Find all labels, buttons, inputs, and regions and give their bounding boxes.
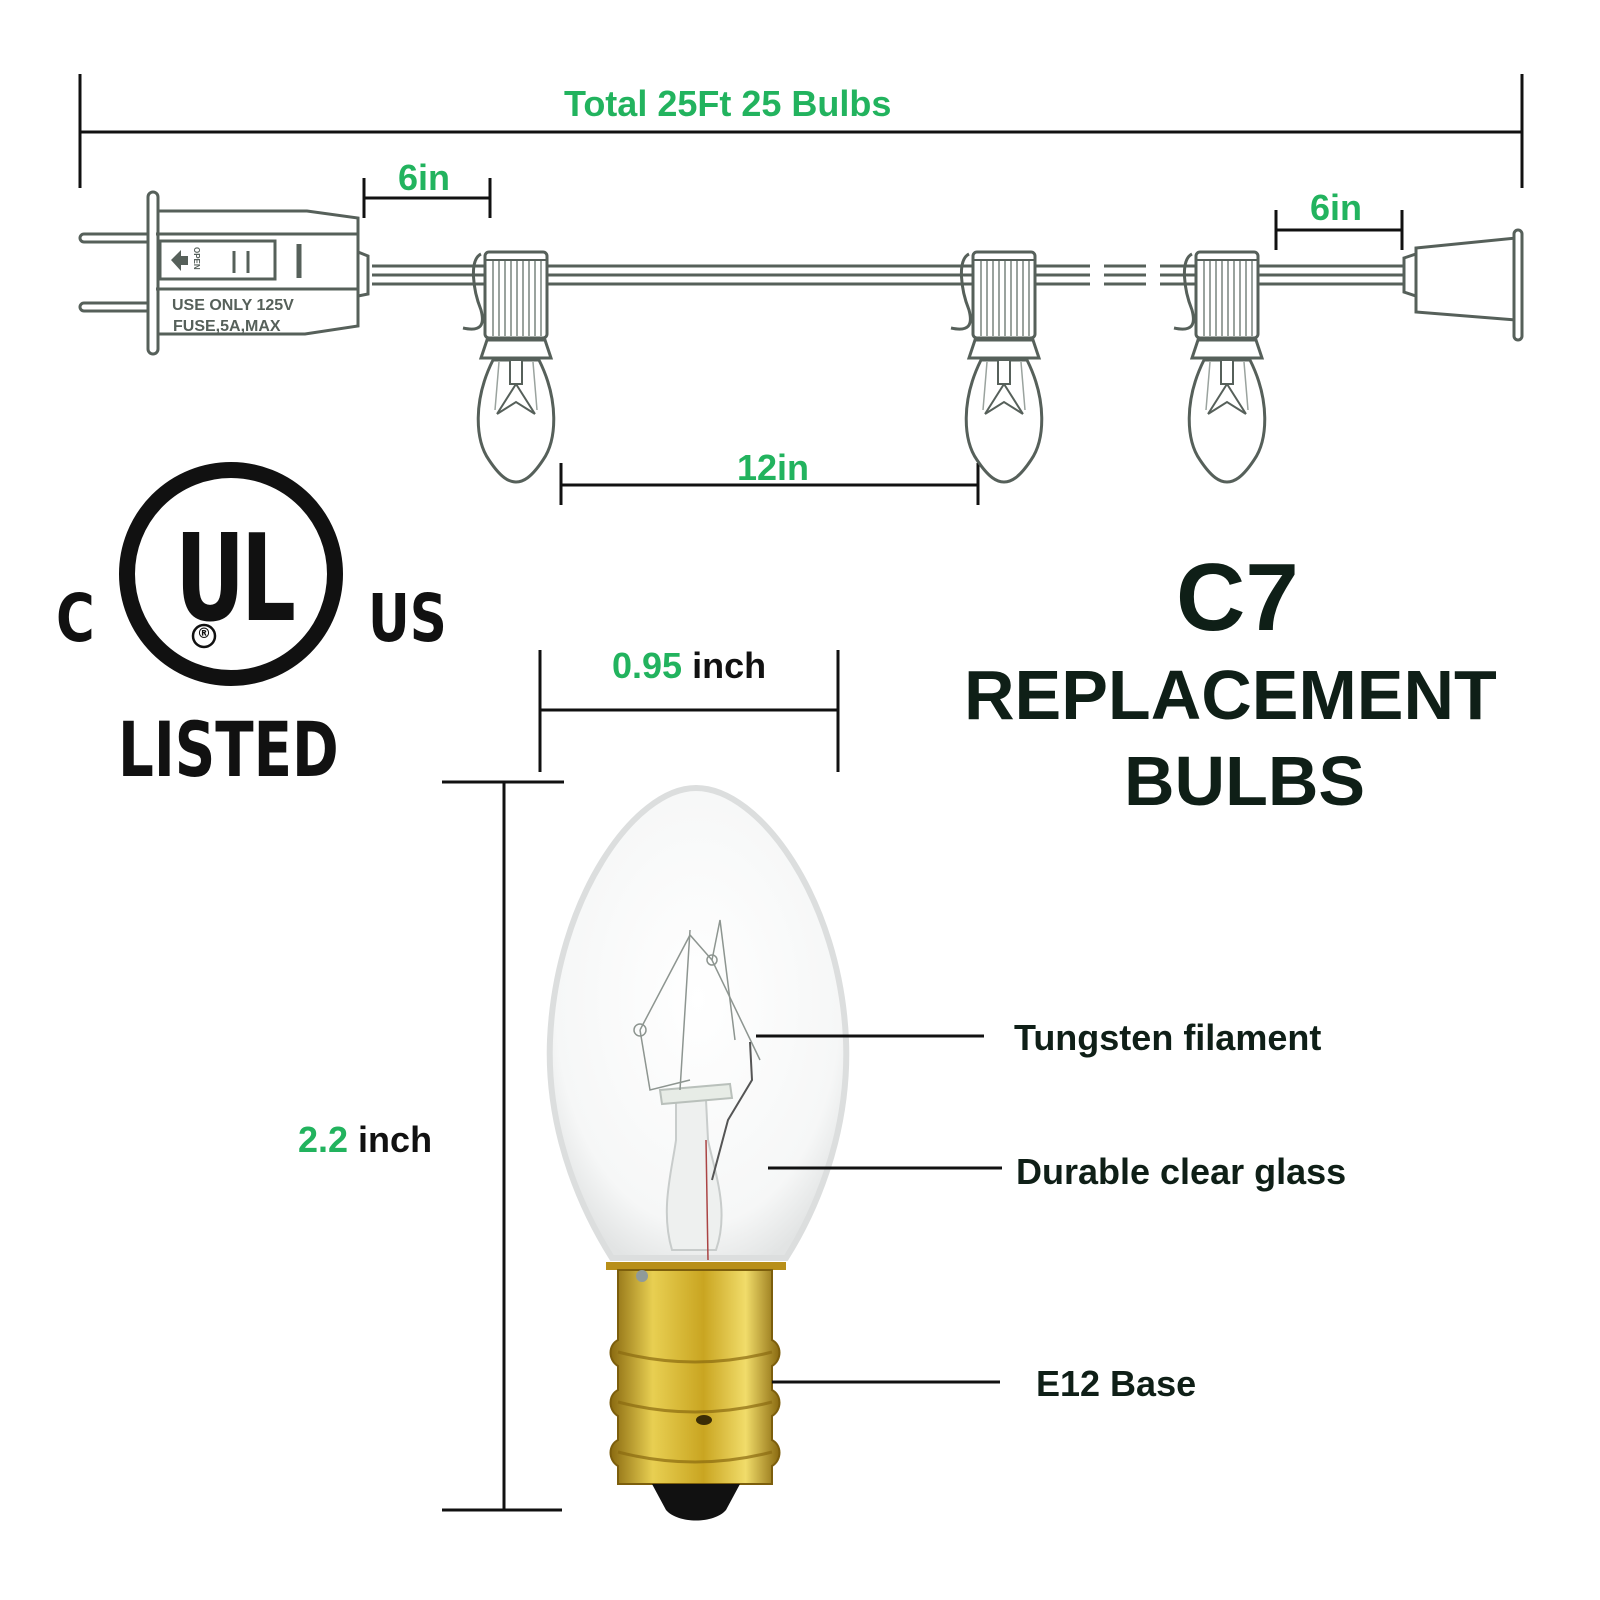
ul-circle xyxy=(119,462,343,686)
lead-in-length-label: 6in xyxy=(398,157,451,198)
socket-bulb-3 xyxy=(1172,250,1267,484)
ul-listed-label: LISTED xyxy=(118,705,339,794)
bulb-width-unit: inch xyxy=(682,645,767,686)
end-connector-drawing xyxy=(1402,228,1524,342)
bulb-width-label: 0.95 inch xyxy=(612,648,766,684)
callout-tungsten-filament: Tungsten filament xyxy=(1014,1017,1322,1058)
ul-logo-letters: UL xyxy=(175,510,296,649)
c7-bulb-illustration xyxy=(546,784,850,1521)
title-line-bulbs: BULBS xyxy=(1124,742,1366,820)
ul-c-label: C xyxy=(56,580,95,657)
title-line-replacement: REPLACEMENT xyxy=(964,656,1497,734)
total-length-label: Total 25Ft 25 Bulbs xyxy=(564,83,892,124)
bulb-height-label: 2.2 inch xyxy=(298,1122,432,1158)
plug-open-label: OPEN xyxy=(192,247,201,270)
bulb-spacing-label: 12in xyxy=(737,447,810,488)
callout-clear-glass: Durable clear glass xyxy=(1016,1151,1347,1192)
callout-e12-base: E12 Base xyxy=(1036,1363,1197,1404)
plug-drawing xyxy=(78,190,370,356)
plug-fuse-label: FUSE,5A,MAX xyxy=(173,318,281,335)
model-title: C7 xyxy=(1176,544,1299,651)
socket-bulb-1 xyxy=(461,250,556,484)
socket-bulb-2 xyxy=(949,250,1044,484)
ul-us-label: US xyxy=(368,580,447,657)
bulb-width-value: 0.95 xyxy=(612,645,683,686)
registered-mark: ® xyxy=(197,626,211,642)
lead-out-length-label: 6in xyxy=(1310,187,1363,228)
bulb-height-unit: inch xyxy=(348,1119,433,1160)
bulb-height-value: 2.2 xyxy=(298,1119,349,1160)
plug-voltage-label: USE ONLY 125V xyxy=(172,297,294,314)
